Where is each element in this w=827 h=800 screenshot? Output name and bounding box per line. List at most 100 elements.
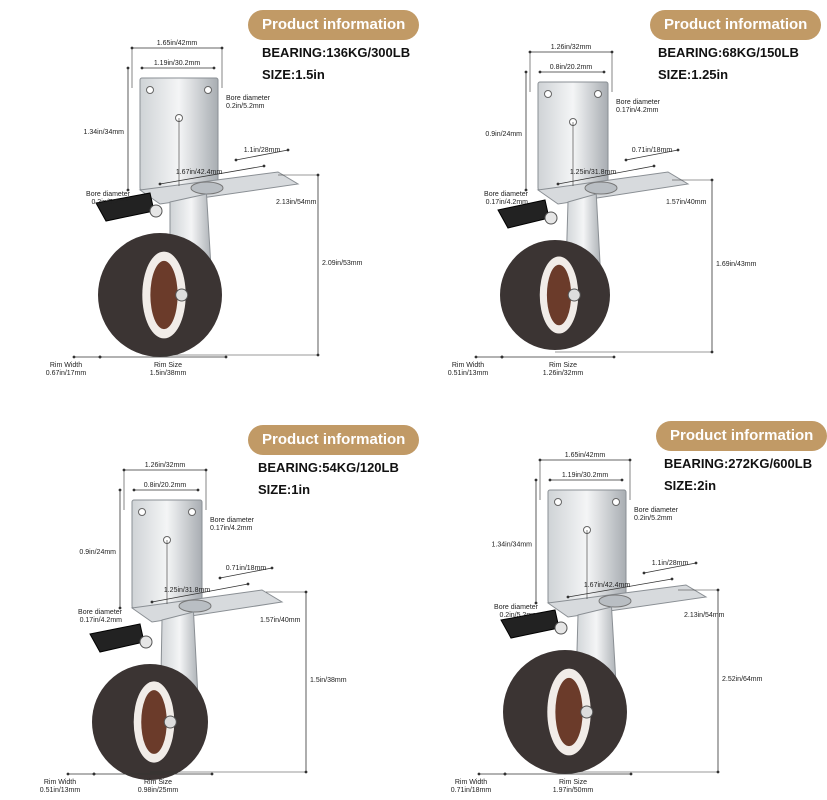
product-info-badge: Product information	[248, 425, 420, 455]
bore-side-value: 0.2in/5.2mm	[499, 612, 538, 619]
product-panel: Product information BEARING:68KG/150LB S…	[400, 0, 822, 400]
mount-hole	[146, 86, 154, 94]
rim-width-value: 0.51in/13mm	[448, 370, 489, 377]
bore-side-label: Bore diameter	[484, 191, 529, 198]
swivel-bearing	[584, 181, 618, 195]
bore-side-value: 0.17in/4.2mm	[486, 199, 529, 206]
brake-pivot	[554, 621, 568, 635]
rim-size-label: Rim Size	[549, 362, 577, 369]
rim-size-value: 1.26in/32mm	[543, 370, 584, 377]
wheel-hub	[141, 690, 167, 754]
axle-bolt	[163, 715, 177, 729]
rim-width-label: Rim Width	[455, 779, 487, 786]
bore-top-value: 0.2in/5.2mm	[634, 515, 673, 522]
dim-base-long-end	[652, 164, 656, 168]
axle-bolt	[567, 288, 581, 302]
caster-diagram: 1.65in/42mm 1.19in/30.2mm 1.34in/34mmBore …	[46, 40, 363, 377]
dim-overall-height-label: 1.5in/38mm	[310, 677, 347, 684]
brake-pedal	[89, 623, 145, 653]
dim-rim-size-end	[98, 355, 102, 359]
dim-base-short-end	[676, 148, 680, 152]
dim-plate-height-end	[118, 606, 122, 610]
rim-size-value: 1.5in/38mm	[150, 370, 187, 377]
size-spec: SIZE:1.5in	[262, 67, 325, 82]
dim-hole-spacing-end	[620, 478, 624, 482]
dim-base-short	[235, 149, 289, 161]
dim-plate-height-end	[126, 188, 130, 192]
dim-hole-spacing-end	[196, 488, 200, 492]
dim-rim-size-end	[503, 772, 507, 776]
dim-base-short-label: 1.1in/28mm	[244, 147, 281, 154]
mount-hole	[188, 508, 196, 516]
bearing-spec: BEARING:68KG/150LB	[658, 45, 799, 60]
mount-hole	[554, 498, 562, 506]
swivel-bearing	[190, 181, 224, 195]
spec-block: BEARING:136KG/300LB SIZE:1.5in	[262, 42, 410, 86]
dim-plate-height-label: 1.34in/34mm	[84, 129, 125, 136]
bore-side-value: 0.2in/5.2mm	[91, 199, 130, 206]
dim-base-long-end	[150, 600, 154, 604]
brake-pivot	[544, 211, 558, 225]
bore-top-label: Bore diameter	[210, 517, 255, 524]
rim-size-value: 1.97in/50mm	[553, 787, 594, 794]
dim-base-depth-label: 1.57in/40mm	[666, 199, 707, 206]
axle-bolt	[175, 288, 189, 302]
dim-base-short	[219, 567, 273, 579]
dim-base-short-end	[218, 576, 222, 580]
product-panel: Product information BEARING:54KG/120LB S…	[0, 400, 420, 800]
brake-pivot	[139, 635, 153, 649]
dim-hole-spacing-label: 1.19in/30.2mm	[154, 60, 200, 67]
dim-rim-width-end	[66, 772, 70, 776]
dim-base-short-end	[270, 566, 274, 570]
dim-base-short-end	[286, 148, 290, 152]
dim-base-long-end	[262, 164, 266, 168]
dim-plate-height-end	[524, 188, 528, 192]
dim-plate-width-label: 1.26in/32mm	[145, 462, 186, 469]
dim-base-long-end	[246, 582, 250, 586]
dim-rim-size-end	[224, 355, 228, 359]
dim-base-long-end	[158, 182, 162, 186]
dim-rim-width-end	[474, 355, 478, 359]
dim-hole-spacing-label: 0.8in/20.2mm	[550, 64, 593, 71]
mount-hole	[594, 90, 602, 98]
dim-base-short-end	[642, 571, 646, 575]
dim-base-short-label: 1.1in/28mm	[652, 560, 689, 567]
rim-size-label: Rim Size	[144, 779, 172, 786]
bore-top-value: 0.17in/4.2mm	[616, 107, 659, 114]
dim-base-long-label: 1.67in/42.4mm	[176, 169, 222, 176]
product-info-badge: Product information	[650, 10, 822, 40]
dim-plate-height-end	[126, 66, 130, 70]
mount-hole	[612, 498, 620, 506]
dim-plate-width-label: 1.65in/42mm	[157, 40, 198, 47]
spec-block: BEARING:54KG/120LB SIZE:1in	[258, 457, 399, 501]
product-panel: Product information BEARING:136KG/300LB …	[0, 0, 420, 400]
swivel-bearing	[598, 594, 632, 608]
dim-base-long-label: 1.25in/31.8mm	[164, 587, 210, 594]
dim-base-short-label: 0.71in/18mm	[632, 147, 673, 154]
wheel-hub	[150, 260, 178, 330]
dim-base-long-end	[670, 577, 674, 581]
caster-diagram: 1.65in/42mm1.19in/30.2mm1.34in/34mmBore …	[451, 452, 763, 794]
dim-base-long	[151, 583, 249, 603]
dim-plate-width-label: 1.26in/32mm	[551, 44, 592, 51]
rim-width-label: Rim Width	[44, 779, 76, 786]
rim-width-value: 0.67in/17mm	[46, 370, 87, 377]
dim-base-long	[567, 578, 673, 598]
wheel-hub	[555, 677, 583, 747]
dim-plate-height-end	[534, 601, 538, 605]
dim-base-long	[159, 165, 265, 185]
bore-side-label: Bore diameter	[86, 191, 131, 198]
dim-rim-width-end	[477, 772, 481, 776]
dim-rim-size-end	[629, 772, 633, 776]
bearing-spec: BEARING:54KG/120LB	[258, 460, 399, 475]
dim-plate-height-label: 0.9in/24mm	[485, 131, 522, 138]
dim-base-long	[557, 165, 655, 185]
dim-hole-spacing-end	[132, 488, 136, 492]
dim-base-long-label: 1.67in/42.4mm	[584, 582, 630, 589]
swivel-bearing	[178, 599, 212, 613]
dim-hole-spacing-label: 1.19in/30.2mm	[562, 472, 608, 479]
bore-side-value: 0.17in/4.2mm	[80, 617, 123, 624]
size-spec: SIZE:2in	[664, 478, 717, 493]
dim-hole-spacing-end	[602, 70, 606, 74]
